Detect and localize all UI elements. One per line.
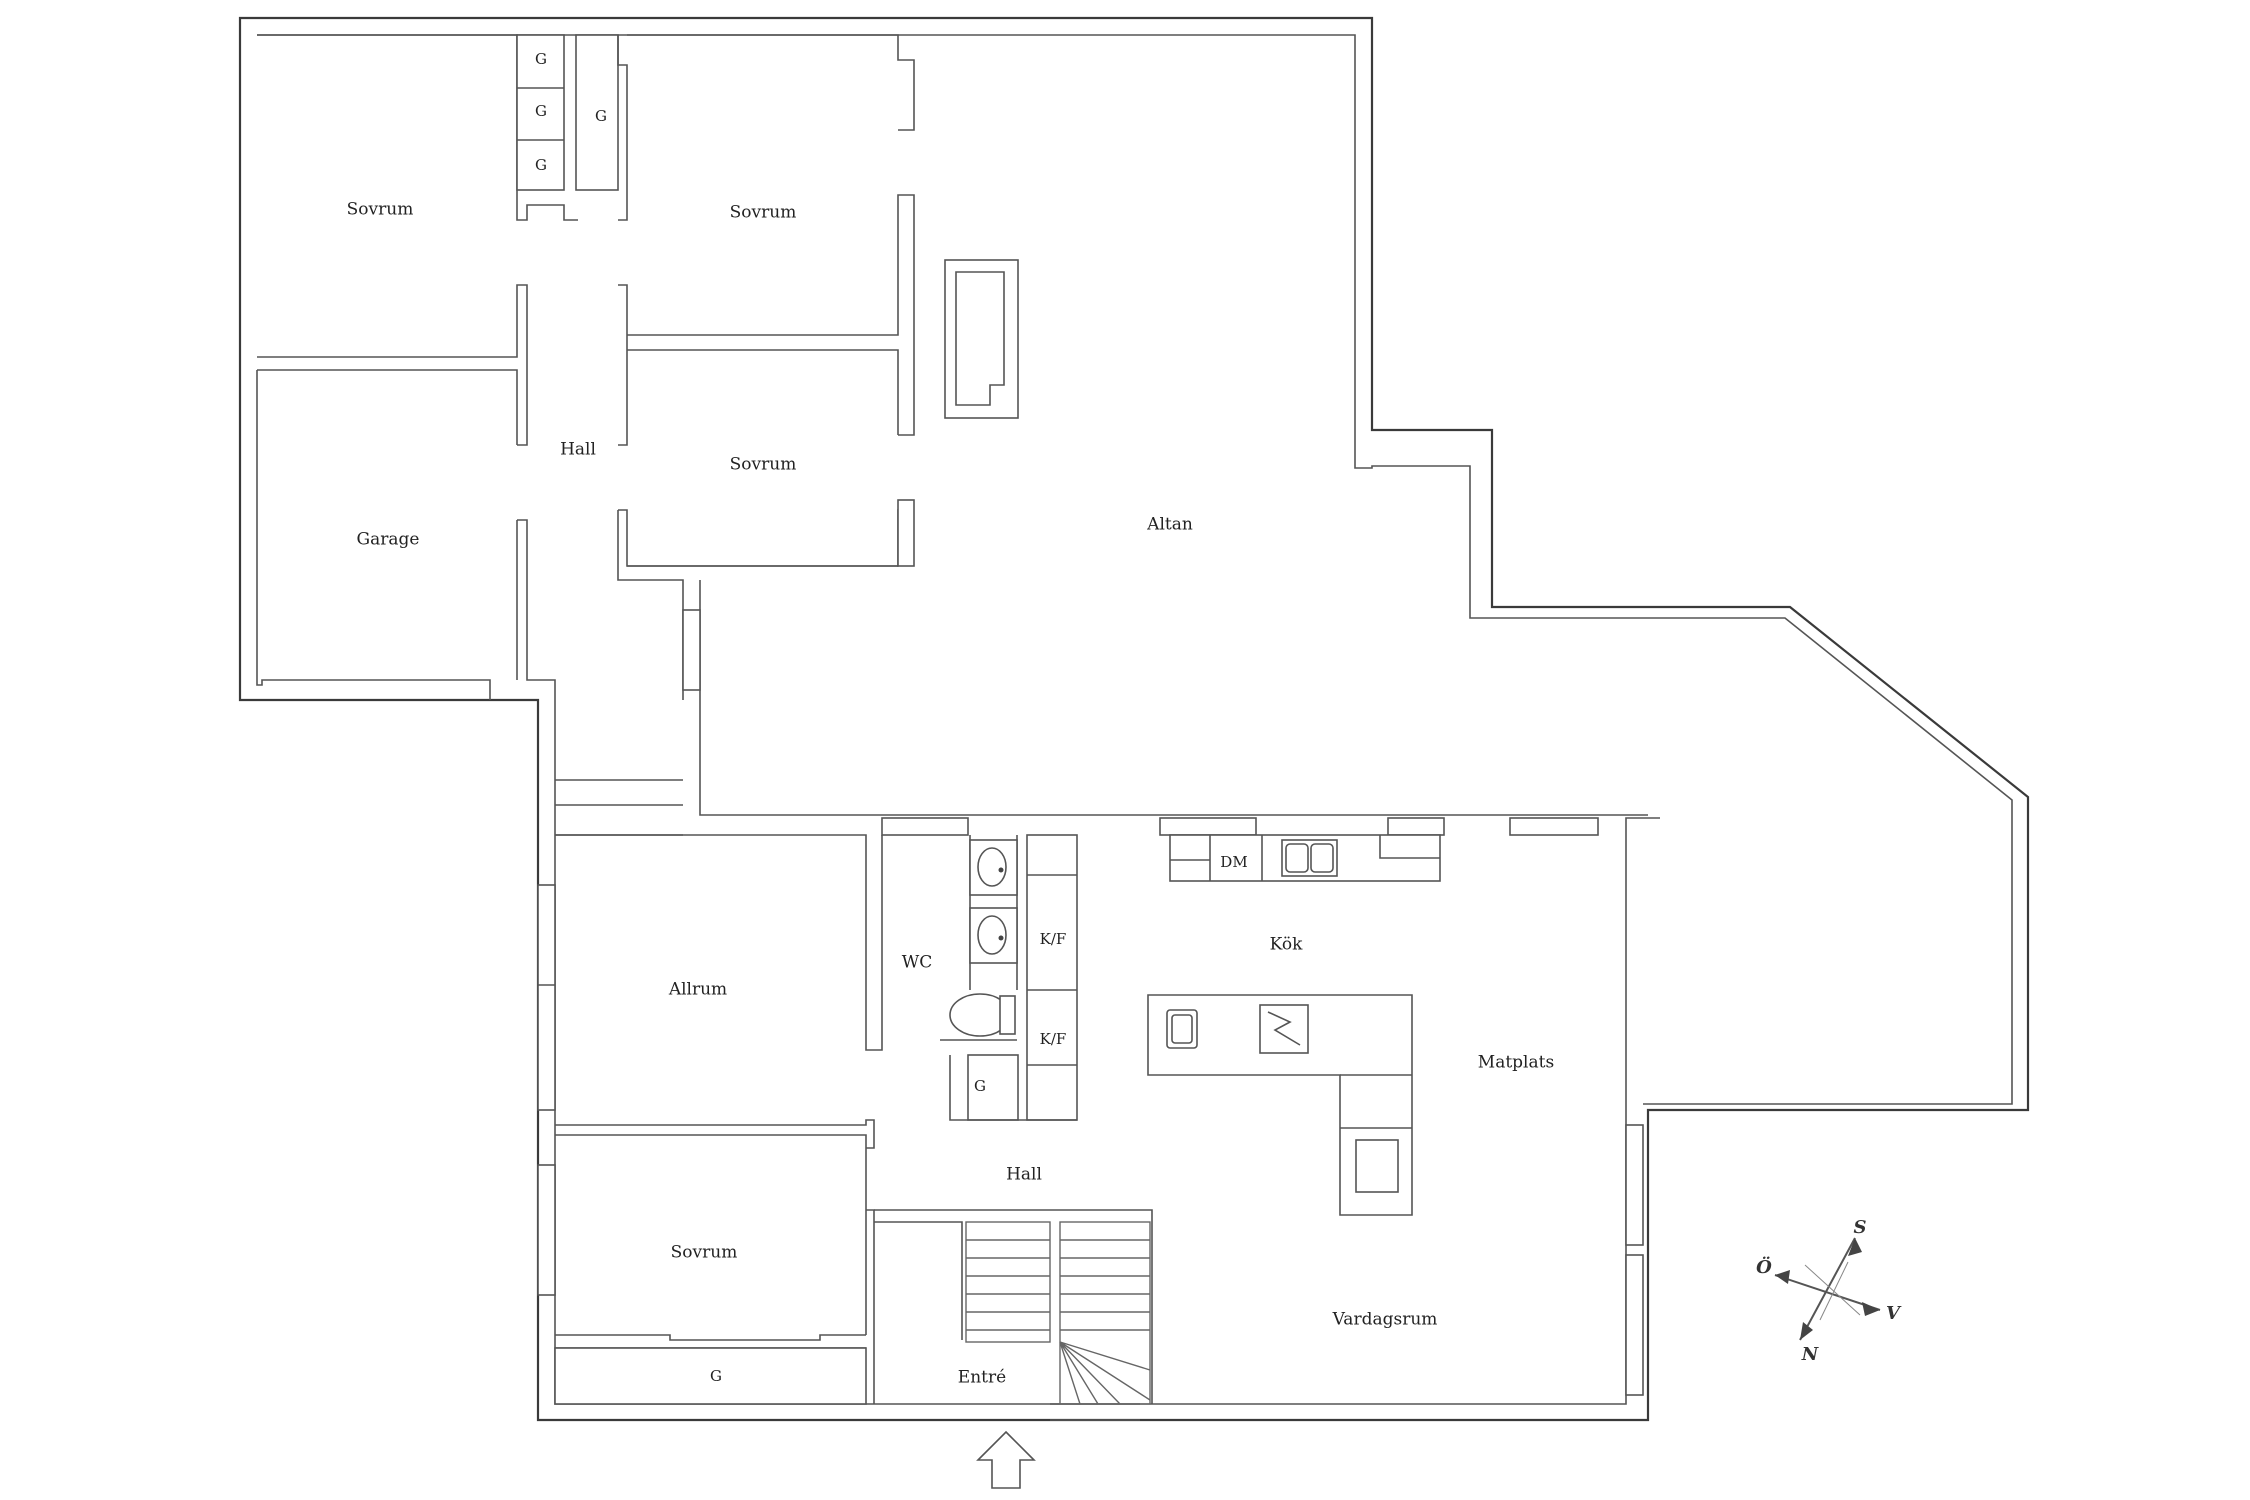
compass-south-label: S bbox=[1854, 1217, 1867, 1238]
compass-rose-icon bbox=[1774, 1237, 1881, 1341]
room-label-entre: Entré bbox=[958, 1368, 1006, 1388]
closet-label: G bbox=[974, 1077, 986, 1095]
room-label-hall-upper: Hall bbox=[560, 440, 596, 460]
closet-label: G bbox=[535, 102, 547, 120]
entrance-arrow-icon bbox=[976, 1430, 1036, 1489]
compass-west-label: V bbox=[1886, 1303, 1902, 1324]
upper-wing-walls bbox=[256, 34, 1648, 836]
closet-label: G bbox=[710, 1367, 722, 1385]
closet-label: G bbox=[595, 107, 607, 125]
fridge-freezer-label: K/F bbox=[1040, 1030, 1067, 1048]
lower-wing-walls bbox=[537, 817, 1644, 1421]
stairs bbox=[965, 1221, 1151, 1405]
closet-label: G bbox=[535, 156, 547, 174]
room-label-vardagsrum: Vardagsrum bbox=[1332, 1310, 1438, 1330]
compass-north-label: N bbox=[1801, 1344, 1820, 1365]
room-label-altan: Altan bbox=[1146, 515, 1193, 535]
room-label-matplats: Matplats bbox=[1478, 1053, 1554, 1073]
closet-label: G bbox=[535, 50, 547, 68]
room-label-allrum: Allrum bbox=[668, 980, 727, 1000]
compass-east-label: Ö bbox=[1756, 1255, 1772, 1278]
room-label-sovrum-3: Sovrum bbox=[730, 455, 797, 475]
fridge-freezer-label: K/F bbox=[1040, 930, 1067, 948]
room-label-sovrum-1: Sovrum bbox=[347, 200, 414, 220]
room-label-wc: WC bbox=[902, 953, 932, 973]
room-label-kok: Kök bbox=[1270, 935, 1303, 955]
room-label-sovrum-2: Sovrum bbox=[730, 203, 797, 223]
room-label-hall-lower: Hall bbox=[1006, 1165, 1042, 1185]
dishwasher-label: DM bbox=[1220, 853, 1247, 871]
room-label-garage: Garage bbox=[357, 530, 420, 550]
room-label-sovrum-4: Sovrum bbox=[671, 1243, 738, 1263]
